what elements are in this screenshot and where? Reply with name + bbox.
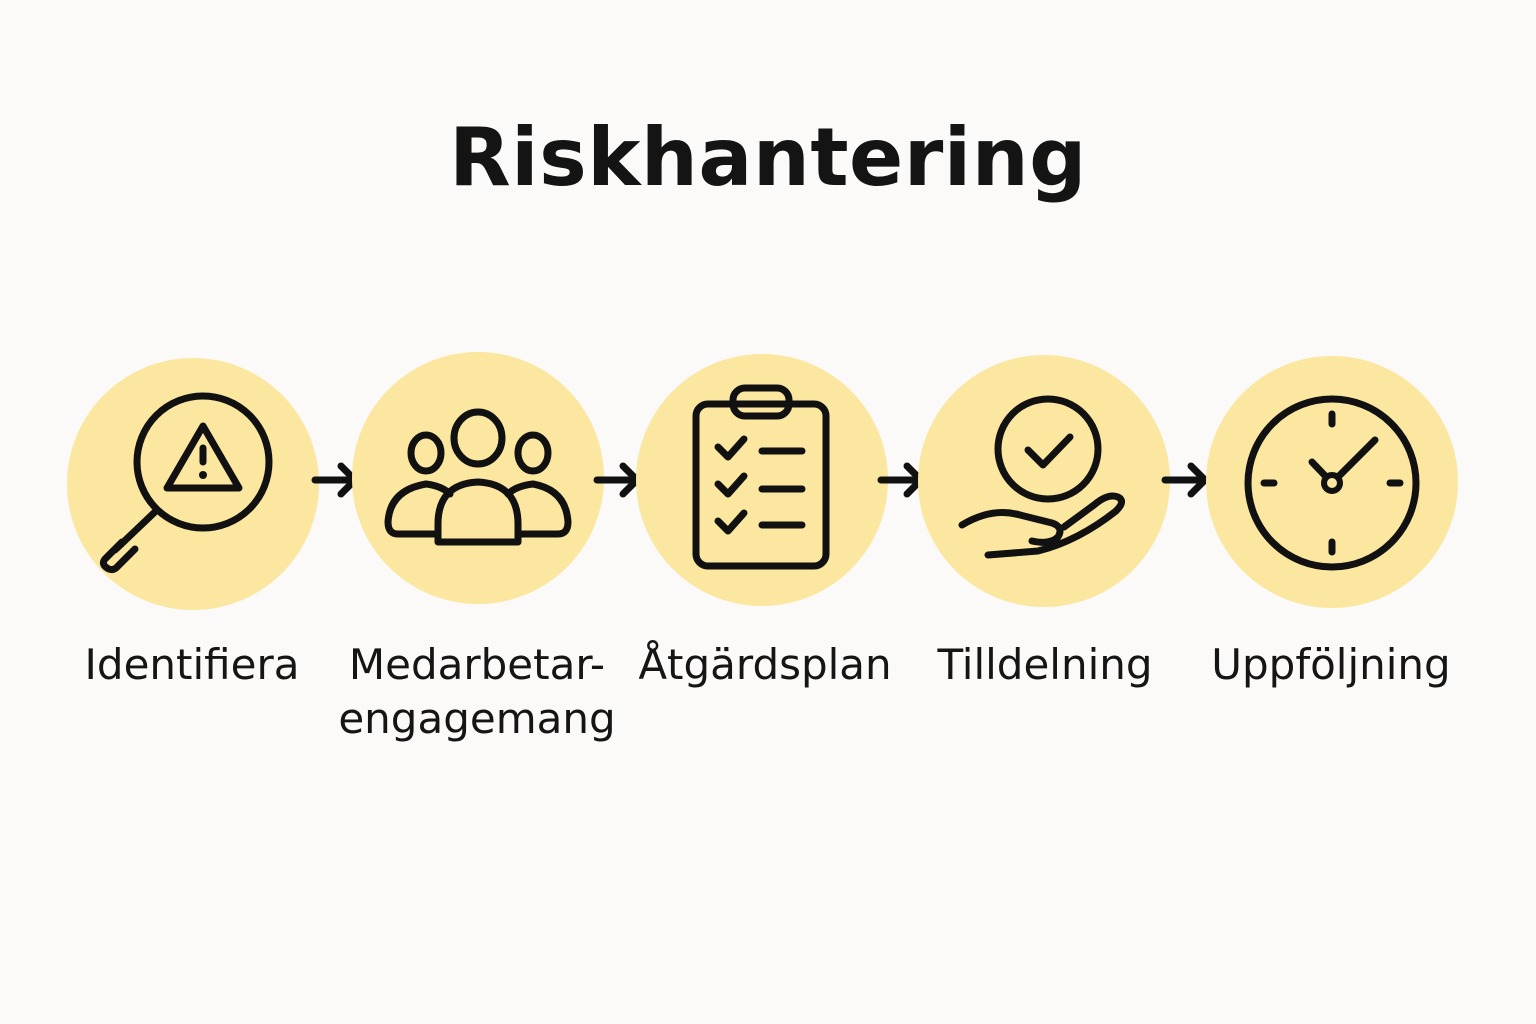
step-medarbetarengagemang-circle <box>352 352 604 604</box>
people-group-icon <box>384 408 572 546</box>
step-atgardsplan-circle <box>636 354 888 606</box>
clipboard-checklist-icon <box>692 384 830 570</box>
arrow-right-icon <box>1161 462 1209 498</box>
step-label-identifiera: Identifiera <box>84 640 300 689</box>
step-label-tilldelning: Tilldelning <box>937 640 1153 689</box>
step-label-medarbetarengagemang: Medarbetar- engagemang <box>338 640 616 743</box>
step-uppfoljning-circle <box>1206 356 1458 608</box>
step-identifiera-circle <box>67 358 319 610</box>
step-label-atgardsplan: Åtgärdsplan <box>638 640 892 689</box>
hand-check-icon <box>958 395 1125 559</box>
magnifier-warning-icon <box>99 392 273 574</box>
step-tilldelning-circle <box>918 355 1170 607</box>
clock-icon <box>1244 395 1420 571</box>
step-label-uppfoljning: Uppföljning <box>1211 640 1451 689</box>
diagram-title: Riskhantering <box>449 111 1087 204</box>
